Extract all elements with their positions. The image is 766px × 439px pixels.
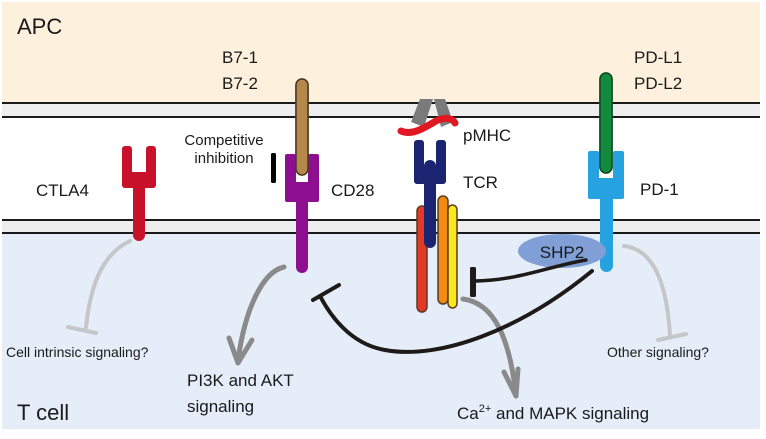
tcell-region xyxy=(2,233,760,429)
pi3k-arrow-head xyxy=(226,335,255,366)
cell-intrinsic-inhibit-bar xyxy=(66,325,98,335)
tcr-label: TCR xyxy=(463,173,498,192)
b7-label-2: B7-2 xyxy=(222,74,258,93)
tcr-stalk xyxy=(424,160,436,248)
pdl-ligand-overlay xyxy=(599,72,613,174)
peptide xyxy=(397,114,459,137)
synapse-region xyxy=(2,117,760,220)
pdl-label-1: PD-L1 xyxy=(634,48,682,67)
cd3-chain-orange xyxy=(437,195,449,305)
ca-prefix: Ca xyxy=(457,404,479,423)
other-signaling-label: Other signaling? xyxy=(607,344,709,360)
pd1-to-cd28-inhibit-line xyxy=(318,269,594,354)
cd3-chain-yellow xyxy=(447,204,458,309)
ctla4-stalk xyxy=(133,175,145,241)
mhc-left xyxy=(411,99,433,127)
cd28-receptor xyxy=(285,154,319,273)
b7-label-1: B7-1 xyxy=(222,48,258,67)
pd1-bridge xyxy=(588,178,624,199)
cell-intrinsic-inhibit-line xyxy=(84,239,132,329)
tcell-membrane xyxy=(2,220,760,233)
pd1-to-cd28-inhibit-bar xyxy=(311,283,341,302)
cd28-bridge xyxy=(285,182,319,202)
pi3k-arrow-line xyxy=(235,264,287,363)
cell-intrinsic-label: Cell intrinsic signaling? xyxy=(6,344,149,360)
pd1-to-tcr-inhibit-bar xyxy=(470,267,476,297)
apc-label: APC xyxy=(17,14,62,39)
pi3k-label-1: PI3K and AKT xyxy=(187,371,294,390)
apc-membrane xyxy=(2,103,760,117)
tcr-receptor xyxy=(414,140,446,248)
pmhc-complex xyxy=(397,99,459,137)
pdl-label-2: PD-L2 xyxy=(634,74,682,93)
ctla4-label: CTLA4 xyxy=(36,181,89,200)
shp2-label: SHP2 xyxy=(540,243,584,262)
cd28-stalk xyxy=(296,195,308,273)
ca-mapk-arrow-head xyxy=(501,366,521,399)
b7-ligand-overlay xyxy=(295,78,309,176)
pmhc-label: pMHC xyxy=(463,126,511,145)
pd1-to-tcr-inhibit-line xyxy=(474,258,588,283)
competitive-label-2: inhibition xyxy=(194,150,253,167)
pd1-label: PD-1 xyxy=(640,180,679,199)
membrane-lines xyxy=(2,102,760,234)
cd28-label: CD28 xyxy=(331,181,374,200)
competitive-inhibition-bar xyxy=(271,153,276,183)
pi3k-label-2: signaling xyxy=(187,397,254,416)
pd1-stalk xyxy=(600,190,613,272)
ca-suffix: and MAPK signaling xyxy=(491,404,649,423)
ca-mapk-label: Ca2+ and MAPK signaling xyxy=(457,403,649,423)
ctla4-receptor xyxy=(122,146,156,241)
tcell-label: T cell xyxy=(17,400,69,425)
competitive-label-1: Competitive xyxy=(184,132,263,149)
other-signaling-inhibit-line xyxy=(622,244,672,338)
other-signaling-inhibit-bar xyxy=(656,332,688,342)
ca-superscript: 2+ xyxy=(479,403,492,415)
apc-region xyxy=(2,2,760,103)
